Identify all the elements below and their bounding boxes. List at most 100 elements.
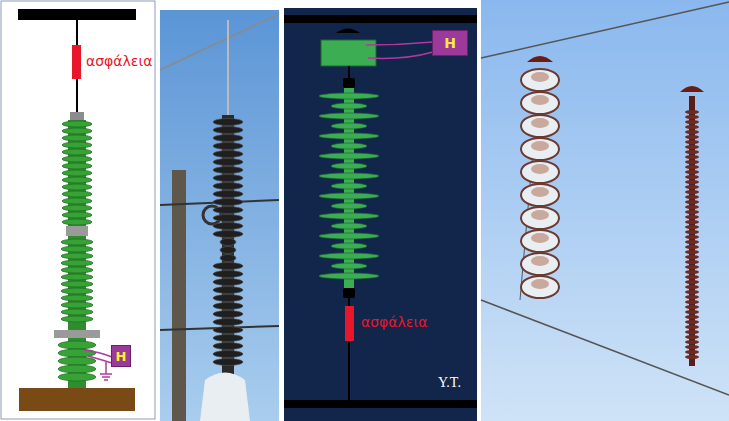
polymer-shed [685, 240, 699, 244]
polymer-shed [685, 170, 699, 174]
insulator-cap [680, 86, 704, 92]
polymer-shed [685, 140, 699, 144]
insulator-shed [213, 215, 243, 222]
insulator-shed [213, 359, 243, 366]
insulator-shed [62, 219, 92, 225]
polymer-shed [685, 125, 699, 129]
insulator-shed [213, 279, 243, 286]
insulator-shed [61, 309, 93, 315]
insulator-flange [54, 330, 100, 338]
busbar [18, 9, 136, 20]
insulator-body [319, 88, 379, 288]
insulator-shed [213, 351, 243, 358]
insulator-shed [61, 253, 93, 259]
insulator-shed [319, 213, 379, 219]
polymer-shed [685, 115, 699, 119]
glass-disc [521, 138, 559, 160]
polymer-shed [685, 330, 699, 334]
insulator-shed [61, 316, 93, 322]
insulator-shed [331, 143, 367, 149]
insulator-shed [213, 199, 243, 206]
insulator-shed [61, 274, 93, 280]
insulator-shed [62, 170, 92, 176]
insulator-shed [220, 247, 236, 254]
insulator-shed [62, 142, 92, 148]
polymer-shed [685, 245, 699, 249]
polymer-shed [685, 280, 699, 284]
insulator-shed [213, 231, 243, 238]
meter-box: H [111, 345, 131, 367]
meter-letter: H [116, 350, 127, 363]
polymer-shed [685, 310, 699, 314]
insulator-shed [62, 191, 92, 197]
insulator-shed [319, 133, 379, 139]
insulator-shed [213, 151, 243, 158]
insulator-shed [319, 253, 379, 259]
insulator-shed [62, 198, 92, 204]
glass-disc [521, 115, 559, 137]
wire [368, 52, 433, 58]
ground [19, 388, 135, 411]
insulator-shed [61, 288, 93, 294]
meter-box: H [432, 30, 468, 56]
insulator-shed [213, 271, 243, 278]
insulator-shed [213, 287, 243, 294]
polymer-shed [685, 235, 699, 239]
insulator-shed [58, 365, 96, 373]
polymer-shed [685, 190, 699, 194]
insulator-shed [58, 373, 96, 381]
polymer-shed [685, 270, 699, 274]
insulator-shed [213, 263, 243, 270]
insulator-shed [213, 135, 243, 142]
insulator-shed [319, 113, 379, 119]
polymer-shed [685, 205, 699, 209]
insulator-shed [213, 175, 243, 182]
insulator-shed [213, 343, 243, 350]
insulator-photo [521, 56, 704, 366]
insulator-shed [62, 205, 92, 211]
insulator-shed [62, 149, 92, 155]
fuse [345, 306, 354, 341]
insulator-cap [527, 56, 553, 62]
polymer-shed [685, 320, 699, 324]
insulator-shed [213, 223, 243, 230]
polymer-shed [685, 130, 699, 134]
conductor [227, 20, 229, 120]
disc-cap [531, 72, 549, 82]
insulator-shed [213, 183, 243, 190]
voltage-label: Υ.Τ. [438, 375, 461, 391]
polymer-shed [685, 185, 699, 189]
fuse [72, 45, 81, 79]
fuse-label: ασφάλεια [361, 314, 427, 330]
insulator-joint [66, 226, 88, 236]
overhead-line [481, 2, 729, 58]
insulator-shed [331, 183, 367, 189]
polymer-shed [685, 195, 699, 199]
polymer-shed [685, 215, 699, 219]
polymer-shed [685, 120, 699, 124]
insulator-shed [61, 267, 93, 273]
polymer-shed [685, 260, 699, 264]
polymer-shed [685, 295, 699, 299]
glass-disc [521, 92, 559, 114]
polymer-shed [685, 300, 699, 304]
polymer-shed [685, 110, 699, 114]
polymer-shed [685, 135, 699, 139]
ground-symbol [102, 376, 110, 378]
glass-disc [521, 276, 559, 298]
insulator-shed [62, 163, 92, 169]
insulator-shed [58, 357, 96, 365]
insulator-cap [70, 112, 84, 120]
busbar [284, 400, 477, 408]
insulator-shed [319, 273, 379, 279]
insulator-shed [62, 128, 92, 134]
insulator-shed [213, 119, 243, 126]
photo-sky [481, 0, 729, 421]
insulator-shed [213, 335, 243, 342]
polymer-shed [685, 225, 699, 229]
insulator-body [54, 120, 100, 388]
insulator-shed [213, 207, 243, 214]
polymer-shed [685, 325, 699, 329]
polymer-shed [685, 275, 699, 279]
